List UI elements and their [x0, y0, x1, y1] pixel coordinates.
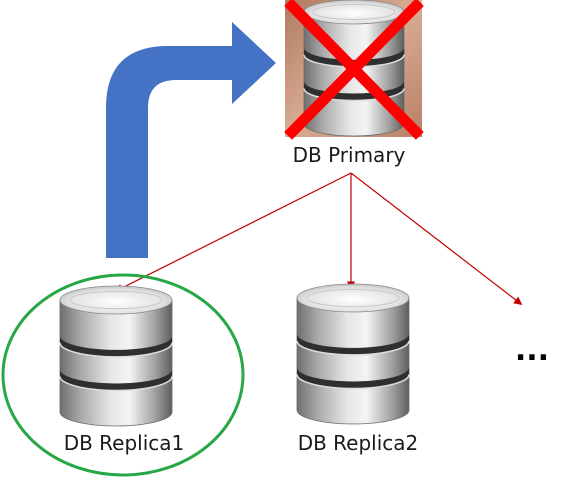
red-x-icon: [284, 0, 424, 140]
database-icon: [296, 283, 410, 425]
database-icon: [59, 285, 173, 427]
arrow-to-replica1: [114, 172, 352, 292]
primary-label: DB Primary: [293, 143, 406, 167]
replica1-label: DB Replica1: [64, 431, 185, 455]
highlight-ring: [1, 273, 245, 477]
replica2-label: DB Replica2: [298, 431, 419, 455]
more-replicas-ellipsis: ...: [515, 333, 549, 368]
replica2-node: DB Replica2: [296, 283, 419, 455]
curved-arrow-icon: [106, 22, 276, 258]
replica1-node: DB Replica1: [1, 273, 245, 477]
failover-arrow: [106, 22, 276, 258]
primary-node: DB Primary: [284, 0, 424, 167]
arrow-to-more: [350, 172, 523, 306]
replication-arrows: [114, 172, 523, 306]
